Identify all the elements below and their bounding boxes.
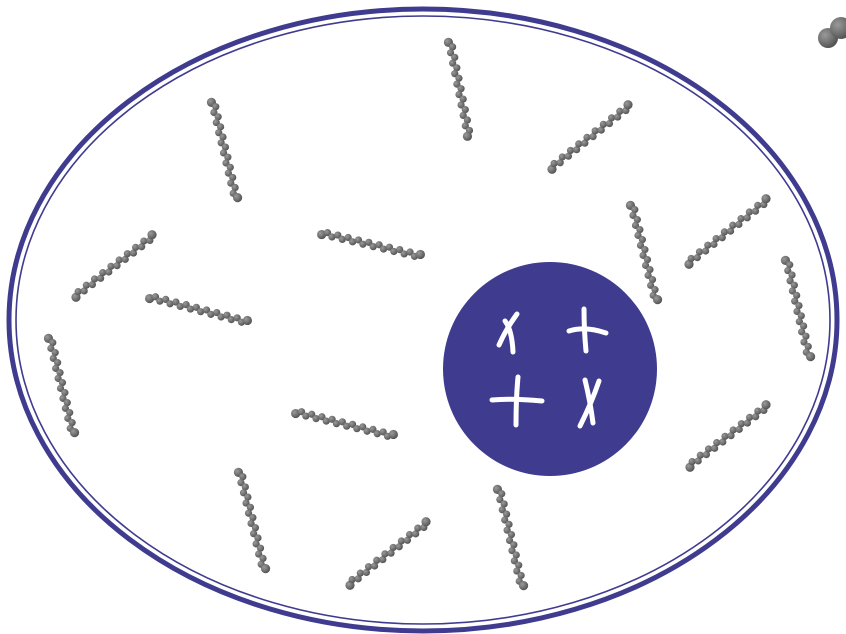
strand-bead	[421, 517, 430, 526]
strand-bead	[243, 316, 252, 325]
strand-bead	[414, 525, 421, 532]
strand-bead	[349, 576, 356, 583]
nucleus	[443, 262, 657, 476]
strand-bead	[416, 250, 425, 259]
corner-fragment	[818, 17, 846, 48]
strand-bead	[559, 153, 566, 160]
strand-bead	[357, 570, 364, 577]
strand-bead	[519, 581, 528, 590]
strand-bead	[806, 352, 815, 361]
cell-membrane-inner	[16, 16, 830, 624]
strand-bead	[688, 255, 695, 262]
strand-bead	[398, 537, 405, 544]
strand-bead	[406, 531, 413, 538]
strand-bead	[746, 208, 753, 215]
strand-bead	[567, 147, 574, 154]
strand-bead	[389, 430, 398, 439]
strand-bead	[761, 194, 770, 203]
strand-bead	[551, 160, 558, 167]
strand-bead	[653, 295, 662, 304]
strand-bead	[583, 134, 590, 141]
strand-bead	[592, 127, 599, 134]
strand-bead	[390, 544, 397, 551]
strand-bead	[616, 108, 623, 115]
cell-membrane	[9, 9, 837, 631]
strand-bead	[233, 193, 242, 202]
strand-bead	[381, 550, 388, 557]
strand-bead	[737, 215, 744, 222]
strand-bead	[365, 563, 372, 570]
nucleus-body	[443, 262, 657, 476]
strand-bead	[761, 400, 770, 409]
strand-bead	[704, 242, 711, 249]
strand-bead	[713, 235, 720, 242]
strand-bead	[147, 230, 156, 239]
strand-bead	[261, 564, 270, 573]
strand-bead	[600, 121, 607, 128]
strand-bead	[373, 557, 380, 564]
strand-bead	[754, 202, 761, 209]
strand-bead	[623, 100, 632, 109]
strand-bead	[721, 228, 728, 235]
strand-bead	[608, 114, 615, 121]
strand-bead	[575, 140, 582, 147]
strand-bead	[696, 248, 703, 255]
strand-bead	[463, 132, 472, 141]
strand-bead	[70, 428, 79, 437]
strand-bead	[729, 222, 736, 229]
